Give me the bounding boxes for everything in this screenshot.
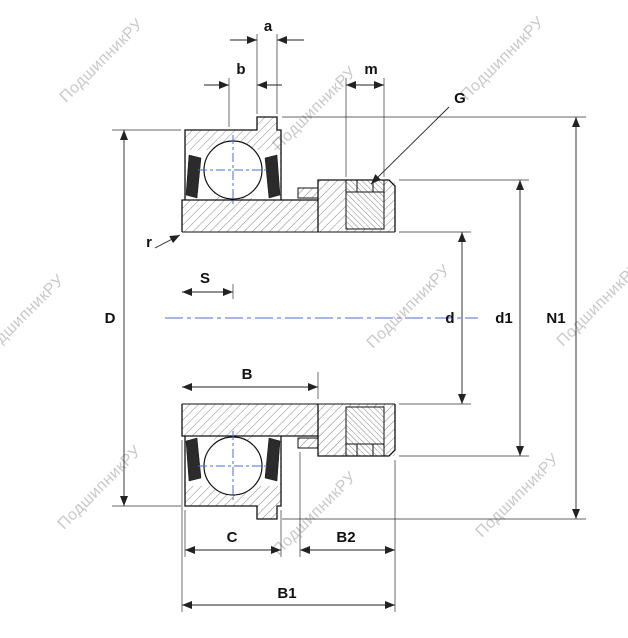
- ball-top-crosshair: [198, 135, 268, 205]
- dim-label-B2: B2: [336, 529, 355, 546]
- leader-G: [370, 106, 450, 185]
- ext-B2: [299, 452, 396, 612]
- dim-label-r: r: [146, 234, 152, 251]
- dim-label-C: C: [227, 529, 238, 546]
- dim-label-S: S: [200, 270, 210, 287]
- watermark-layer: ПодшипникРУ ПодшипникРУ ПодшипникРУ Подш…: [0, 13, 628, 558]
- dimension-labels: a b m G r S D B d d1 N1 C B2 B1: [105, 18, 566, 602]
- ext-a: [256, 34, 278, 114]
- set-screw-bottom-hatch: [346, 407, 384, 456]
- watermark-text: ПодшипникРУ: [57, 15, 147, 105]
- watermark-text: ПодшипникРУ: [364, 261, 454, 351]
- collar-lip-top-outline: [297, 187, 319, 199]
- inner-ring-top-outline: [181, 199, 318, 232]
- seal-bottom-right: [264, 437, 281, 482]
- dim-label-G: G: [454, 90, 466, 107]
- watermark-text: ПодшипникРУ: [270, 63, 360, 153]
- watermark-text: ПодшипникРУ: [458, 13, 548, 103]
- collar-lip-top-hatch: [298, 188, 318, 198]
- balls-and-seals: [185, 140, 281, 496]
- extension-lines: [112, 34, 586, 612]
- outer-ring-bottom-outline: [184, 436, 282, 520]
- ext-d1: [399, 179, 529, 457]
- watermark-text: ПодшипникРУ: [55, 442, 145, 532]
- dim-label-N1: N1: [546, 310, 565, 327]
- seal-top-right: [264, 154, 281, 199]
- ext-N1: [282, 116, 586, 520]
- seal-top-left: [185, 154, 202, 199]
- seal-bottom-left: [185, 437, 202, 482]
- ball-bottom-crosshair: [198, 431, 268, 501]
- watermark-text: ПодшипникРУ: [473, 450, 563, 540]
- dimension-lines: [120, 36, 580, 609]
- watermark-text: ПодшипникРУ: [0, 271, 68, 361]
- dim-label-d: d: [445, 310, 454, 327]
- watermark-text: ПодшипникРУ: [554, 259, 628, 349]
- dim-label-B1: B1: [277, 585, 296, 602]
- ext-m: [345, 78, 385, 177]
- flinger-bottom-hatch: [257, 506, 277, 519]
- centerlines: [165, 135, 478, 501]
- dim-label-D: D: [105, 310, 116, 327]
- inner-ring-top-hatch: [182, 200, 318, 232]
- inner-ring-bottom-outline: [181, 404, 318, 437]
- dim-label-B: B: [242, 366, 253, 383]
- dim-label-m: m: [364, 61, 377, 78]
- collar-lip-bottom-hatch: [298, 438, 318, 448]
- outer-ring-top-outline: [184, 116, 282, 200]
- collar-lip-bottom-outline: [297, 437, 319, 449]
- set-screw-bottom-outline: [345, 406, 385, 457]
- set-screw-top-outline: [345, 179, 385, 230]
- dim-label-d1: d1: [495, 310, 513, 327]
- dim-label-a: a: [264, 18, 273, 35]
- inner-ring-bottom-hatch: [182, 404, 318, 436]
- flinger-top-hatch: [257, 117, 277, 130]
- set-screw-top-hatch: [346, 180, 384, 229]
- dim-label-b: b: [236, 61, 245, 78]
- leader-r: [154, 234, 181, 249]
- set-screw-bottom-socket: [346, 443, 384, 456]
